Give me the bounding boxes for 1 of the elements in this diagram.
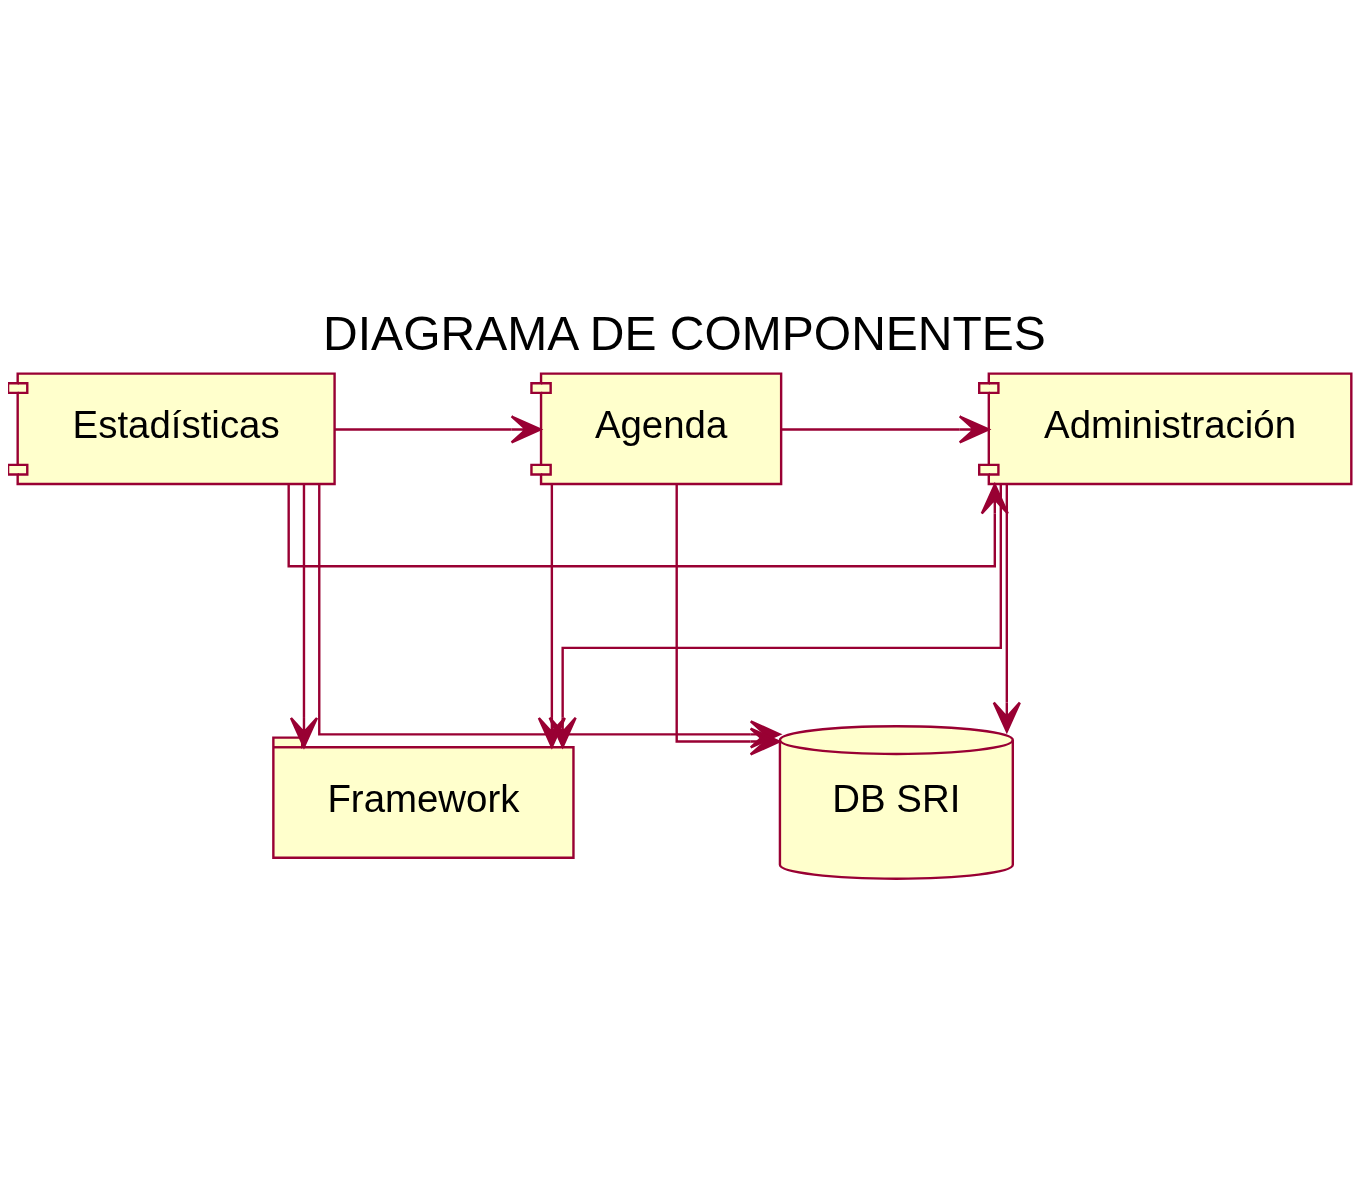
diagram-title: DIAGRAMA DE COMPONENTES (323, 306, 1046, 360)
